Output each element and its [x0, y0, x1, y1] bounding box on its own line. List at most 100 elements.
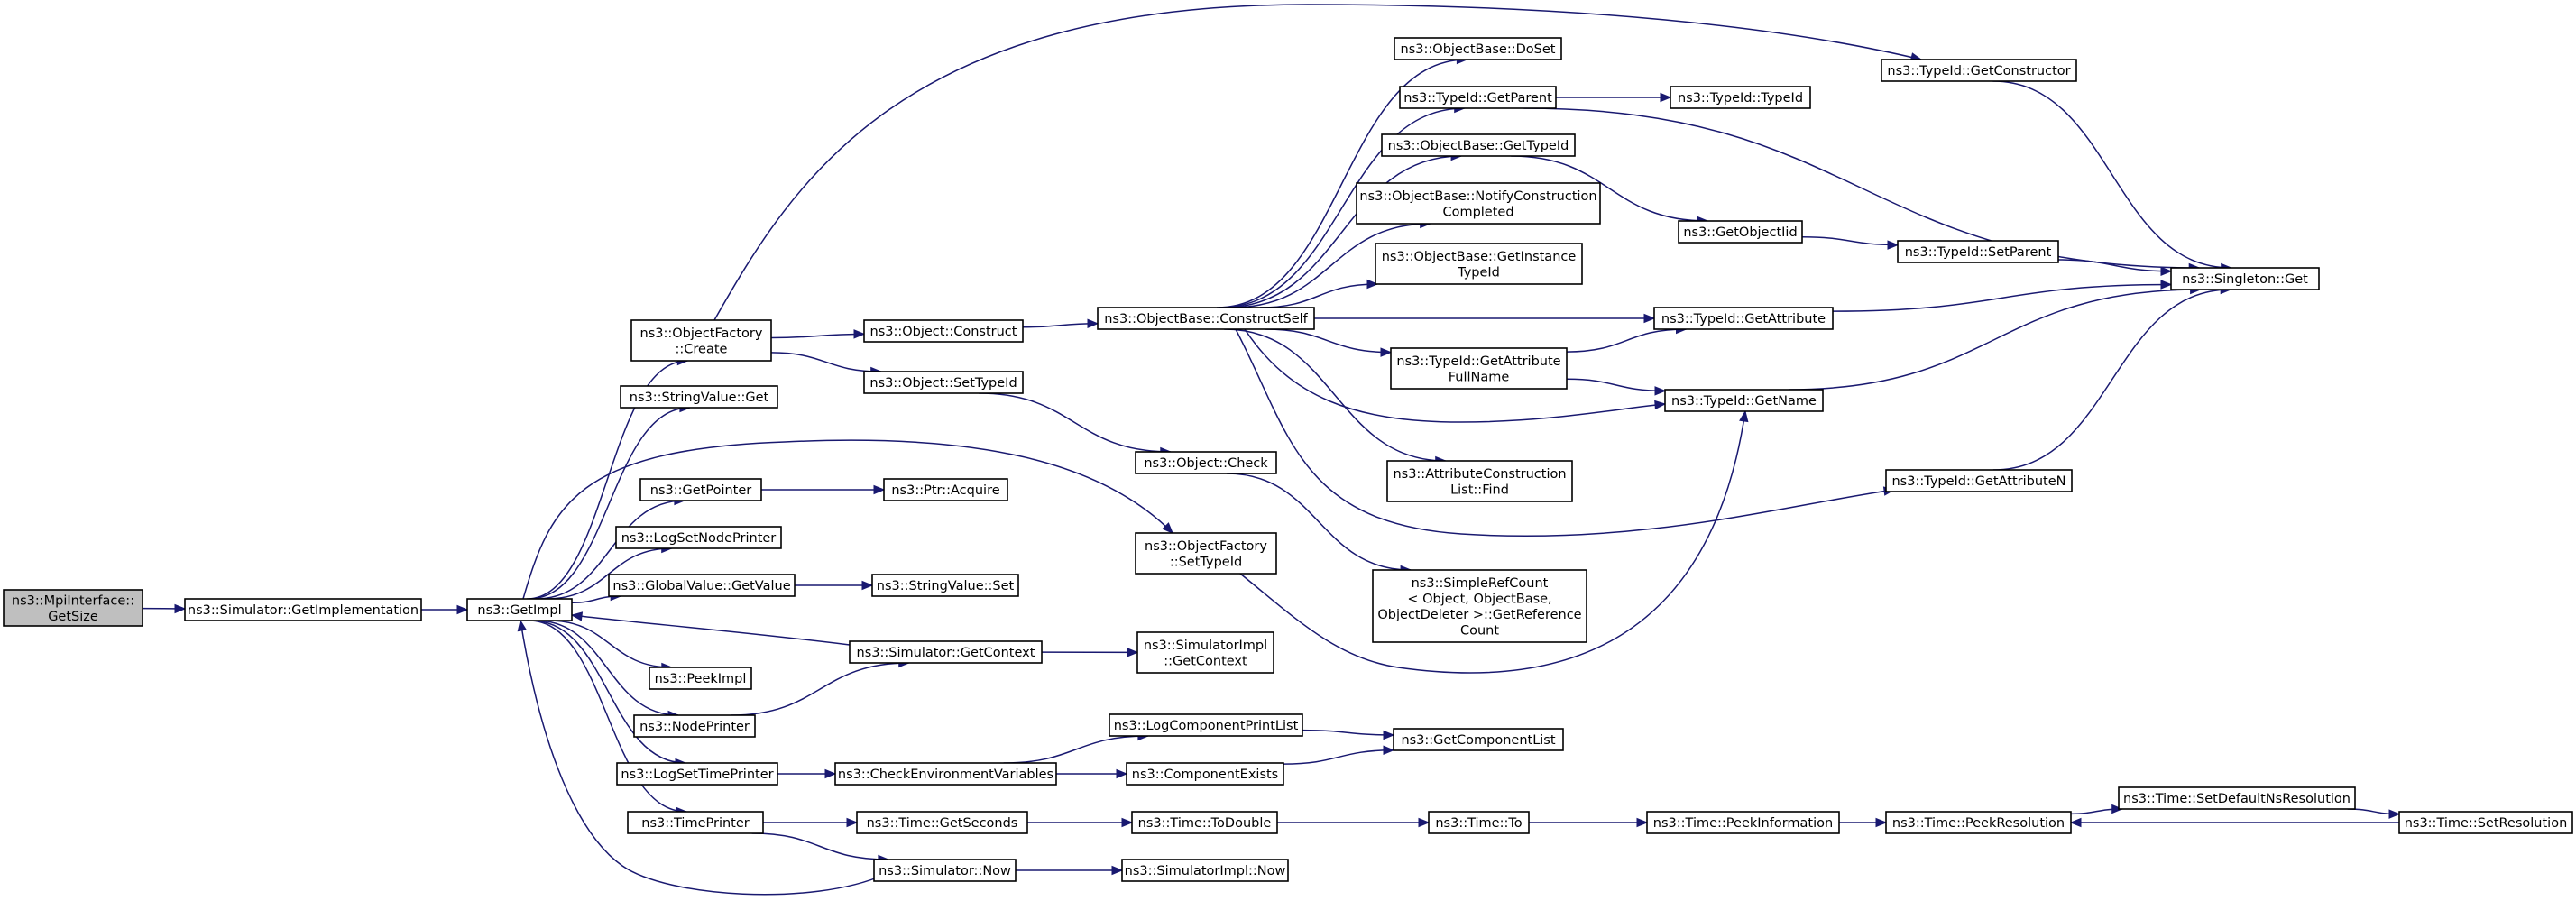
node-label: ns3::Simulator::GetContext [857, 646, 1035, 660]
node-timeGetSeconds[interactable]: ns3::Time::GetSeconds [856, 811, 1028, 834]
edges-layer [142, 4, 2401, 896]
node-label: ns3::TypeId::SetParent [1905, 245, 2052, 260]
node-compExists[interactable]: ns3::ComponentExists [1126, 762, 1284, 786]
node-obGetTypeId[interactable]: ns3::ObjectBase::GetTypeId [1381, 133, 1576, 157]
node-mpiGetSize[interactable]: ns3::MpiInterface::GetSize [3, 589, 143, 627]
node-objCheck[interactable]: ns3::Object::Check [1135, 451, 1277, 474]
node-label: ns3::Time::PeekResolution [1892, 816, 2065, 831]
node-peekImpl[interactable]: ns3::PeekImpl [649, 667, 752, 690]
node-timeSetResolution[interactable]: ns3::Time::SetResolution [2398, 811, 2573, 834]
node-simNow[interactable]: ns3::Simulator::Now [873, 859, 1017, 882]
node-simGetImpl[interactable]: ns3::Simulator::GetImplementation [184, 598, 422, 621]
arrowhead-simNow-to-getImpl [517, 619, 528, 632]
node-box [1386, 460, 1573, 502]
node-label: ns3::TypeId::GetConstructor [1887, 64, 2070, 78]
node-gvGetValue[interactable]: ns3::GlobalValue::GetValue [608, 574, 796, 597]
node-label: FullName [1449, 370, 1510, 384]
node-label: ns3::Time::GetSeconds [867, 816, 1018, 831]
node-tidSetParent[interactable]: ns3::TypeId::SetParent [1897, 240, 2059, 263]
node-label: ::Create [676, 342, 728, 356]
node-box [1664, 389, 1824, 412]
edge-tidGetConstructor-to-singletonGet [1992, 80, 2231, 269]
node-label: ns3::ObjectBase::ConstructSelf [1104, 312, 1308, 326]
node-box [184, 598, 422, 621]
node-objSetTypeId[interactable]: ns3::Object::SetTypeId [863, 371, 1024, 394]
node-simImplNow[interactable]: ns3::SimulatorImpl::Now [1121, 859, 1289, 882]
node-strValGet[interactable]: ns3::StringValue::Get [620, 385, 778, 409]
node-objConstruct[interactable]: ns3::Object::Construct [863, 319, 1024, 343]
arrowhead-simNow-to-simImplNow [1111, 865, 1124, 876]
node-timePrinter[interactable]: ns3::TimePrinter [627, 811, 764, 834]
node-logSetNodePrinter[interactable]: ns3::LogSetNodePrinter [615, 526, 782, 549]
node-strValSet[interactable]: ns3::StringValue::Set [871, 574, 1019, 597]
node-box [649, 667, 752, 690]
node-simGetContext[interactable]: ns3::Simulator::GetContext [849, 640, 1043, 664]
node-tidGetAttributeN[interactable]: ns3::TypeId::GetAttributeN [1885, 469, 2073, 492]
node-label: ns3::PeekImpl [655, 672, 747, 686]
edge-ofSetTypeId-to-tidGetName [1239, 410, 1746, 674]
edge-getImpl-to-logSetNodePrinter [546, 547, 672, 600]
node-tidGetName[interactable]: ns3::TypeId::GetName [1664, 389, 1824, 412]
node-label: ns3::AttributeConstruction [1393, 467, 1566, 482]
node-singletonGet[interactable]: ns3::Singleton::Get [2170, 267, 2320, 290]
node-timePeekInfo[interactable]: ns3::Time::PeekInformation [1646, 811, 1840, 834]
node-label: GetSize [48, 610, 98, 624]
node-logCompPrintList[interactable]: ns3::LogComponentPrintList [1109, 713, 1303, 737]
arrowhead-tidSetParent-to-singletonGet [2160, 266, 2173, 276]
node-ptrAcquire[interactable]: ns3::Ptr::Acquire [883, 478, 1008, 501]
node-label: ns3::Simulator::Now [879, 864, 1011, 878]
edge-constructSelf-to-attrConstructFind [1224, 328, 1446, 462]
node-box [1646, 811, 1840, 834]
node-simpleRefCount[interactable]: ns3::SimpleRefCount< Object, ObjectBase,… [1372, 569, 1587, 643]
edge-nodePrinter-to-simGetContext [731, 662, 909, 716]
node-ofSetTypeId[interactable]: ns3::ObjectFactory::SetTypeId [1135, 532, 1277, 575]
node-tidGetConstructor[interactable]: ns3::TypeId::GetConstructor [1881, 59, 2077, 82]
edge-ofCreate-to-objSetTypeId [770, 352, 881, 372]
node-label: ns3::TypeId::TypeId [1678, 91, 1803, 106]
node-notifyConstruction[interactable]: ns3::ObjectBase::NotifyConstructionCompl… [1356, 182, 1601, 225]
arrowhead-getPointer-to-ptrAcquire [873, 484, 886, 495]
node-label: ns3::GlobalValue::GetValue [612, 579, 790, 593]
edge-getImpl-to-logSetTimePrinter [530, 620, 686, 764]
node-getImpl[interactable]: ns3::GetImpl [466, 598, 573, 621]
node-getComponentList[interactable]: ns3::GetComponentList [1393, 728, 1564, 751]
node-label: < Object, ObjectBase, [1407, 592, 1551, 606]
node-getPointer[interactable]: ns3::GetPointer [639, 478, 762, 501]
node-timeTo[interactable]: ns3::Time::To [1428, 811, 1530, 834]
node-label: ObjectDeleter >::GetReference [1377, 608, 1581, 622]
node-label: ns3::ObjectBase::GetInstance [1382, 250, 1577, 264]
node-label: ns3::GetComponentList [1401, 733, 1555, 748]
node-nodePrinter[interactable]: ns3::NodePrinter [633, 714, 756, 738]
node-doSet[interactable]: ns3::ObjectBase::DoSet [1394, 37, 1562, 60]
node-constructSelf[interactable]: ns3::ObjectBase::ConstructSelf [1097, 307, 1315, 330]
arrowhead-constructSelf-to-getInstanceTypeId [1366, 279, 1379, 290]
node-timeSetDefaultNsRes[interactable]: ns3::Time::SetDefaultNsResolution [2118, 786, 2356, 810]
arrowhead-getAttrFullName-to-tidGetName [1654, 386, 1667, 396]
edge-constructSelf-to-doSet [1217, 59, 1467, 308]
node-simImplGetContext[interactable]: ns3::SimulatorImpl::GetContext [1136, 631, 1274, 674]
node-timePeekResolution[interactable]: ns3::Time::PeekResolution [1885, 811, 2072, 834]
node-tidTypeId[interactable]: ns3::TypeId::TypeId [1670, 86, 1811, 109]
node-box [1356, 182, 1601, 225]
arrowhead-timeToDouble-to-timeTo [1418, 817, 1431, 828]
node-getObjectIid[interactable]: ns3::GetObjectIid [1678, 220, 1803, 244]
node-checkEnv[interactable]: ns3::CheckEnvironmentVariables [834, 762, 1057, 786]
node-box [620, 385, 778, 409]
edge-getImpl-to-strValGet [529, 407, 690, 600]
edge-getImpl-to-timePrinter [528, 620, 687, 813]
edge-getObjectIid-to-tidSetParent [1801, 235, 1899, 246]
node-box [1653, 307, 1834, 330]
node-tidGetParent[interactable]: ns3::TypeId::GetParent [1399, 86, 1557, 109]
node-tidGetAttribute[interactable]: ns3::TypeId::GetAttribute [1653, 307, 1834, 330]
node-timeToDouble[interactable]: ns3::Time::ToDouble [1131, 811, 1278, 834]
edge-constructSelf-to-getInstanceTypeId [1259, 283, 1378, 308]
node-ofCreate[interactable]: ns3::ObjectFactory::Create [630, 319, 772, 362]
node-box [1097, 307, 1315, 330]
node-logSetTimePrinter[interactable]: ns3::LogSetTimePrinter [616, 762, 778, 786]
node-label: ns3::Object::SetTypeId [869, 376, 1017, 391]
edge-obGetTypeId-to-getObjectIid [1511, 155, 1708, 222]
node-label: ns3::TypeId::GetName [1671, 394, 1817, 409]
